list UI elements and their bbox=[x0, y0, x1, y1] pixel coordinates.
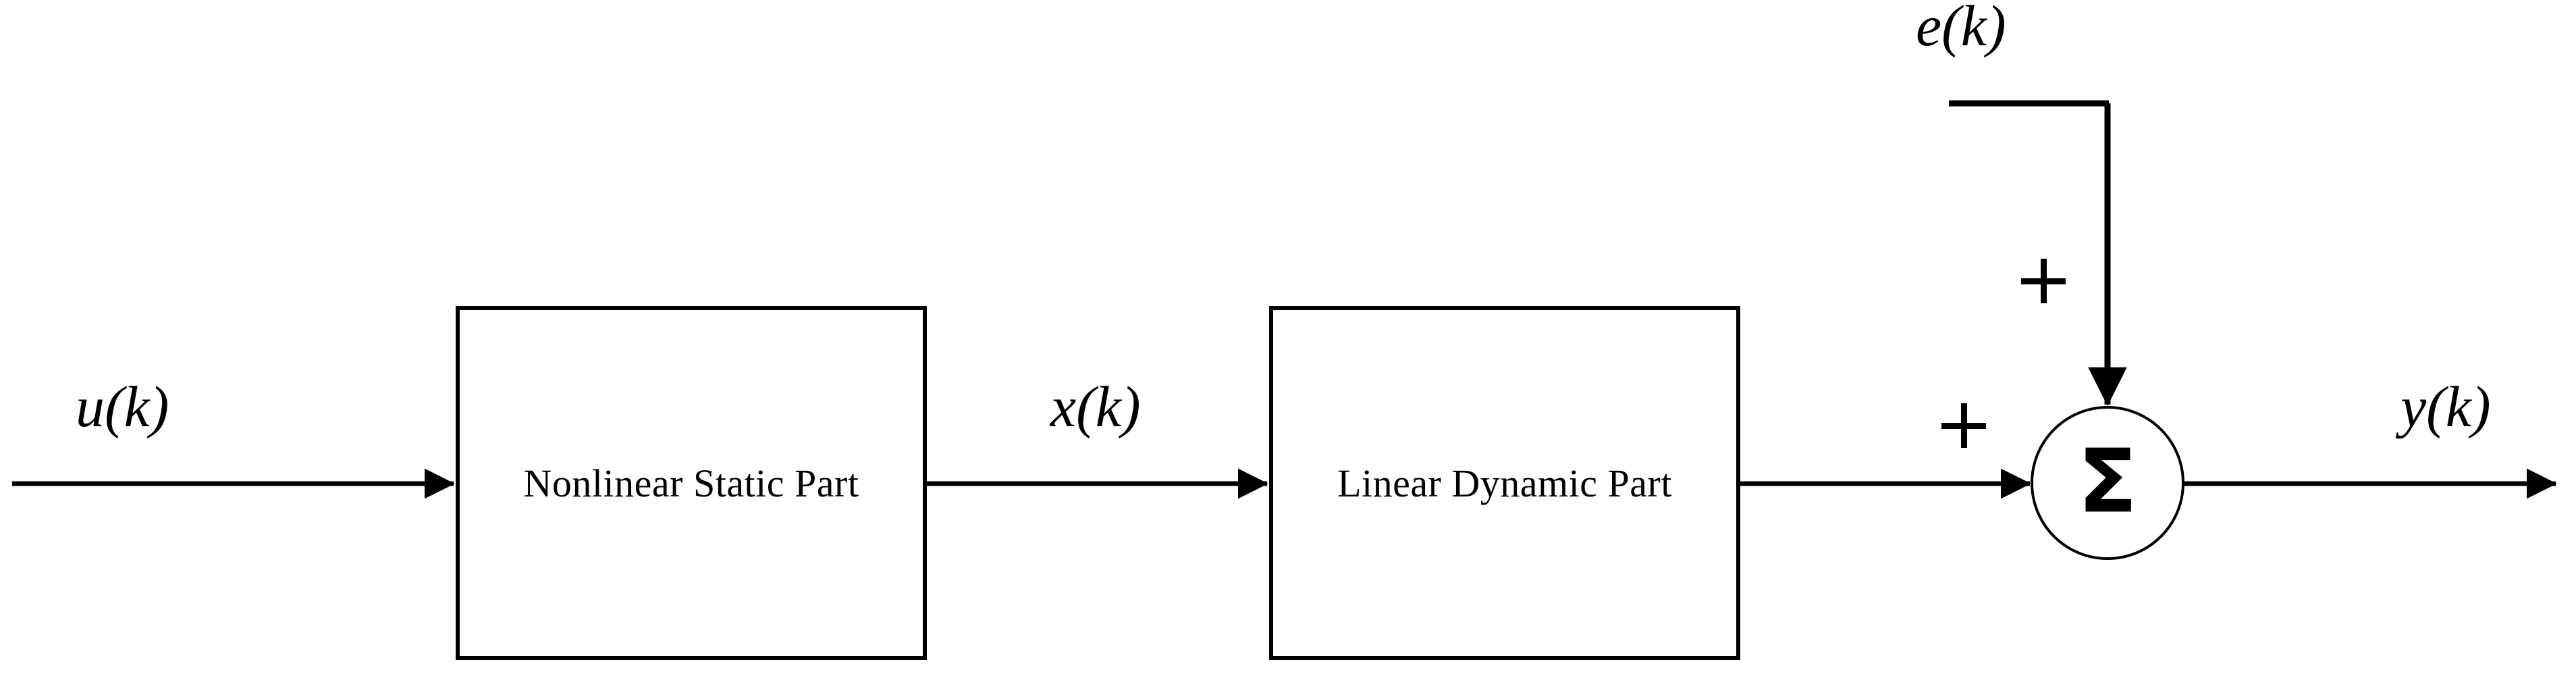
summing-junction-sigma-symbol: Σ bbox=[2077, 430, 2138, 533]
block-linear-dynamic-part-outline[interactable] bbox=[1269, 306, 1740, 660]
signal-label-input-u: u(k) bbox=[76, 374, 169, 439]
block-nonlinear-static-part-outline[interactable] bbox=[456, 306, 927, 660]
signal-label-output-y: y(k) bbox=[2400, 374, 2491, 439]
signal-label-noise-e: e(k) bbox=[1916, 0, 2006, 58]
plus-vertical-stroke bbox=[1961, 403, 1967, 448]
plus-vertical-stroke bbox=[2041, 259, 2047, 303]
signal-label-intermediate-x: x(k) bbox=[1050, 374, 1141, 439]
block-label-linear-dynamic-part: Linear Dynamic Part bbox=[1337, 461, 1672, 505]
block-label-nonlinear-static-part: Nonlinear Static Part bbox=[523, 461, 859, 505]
